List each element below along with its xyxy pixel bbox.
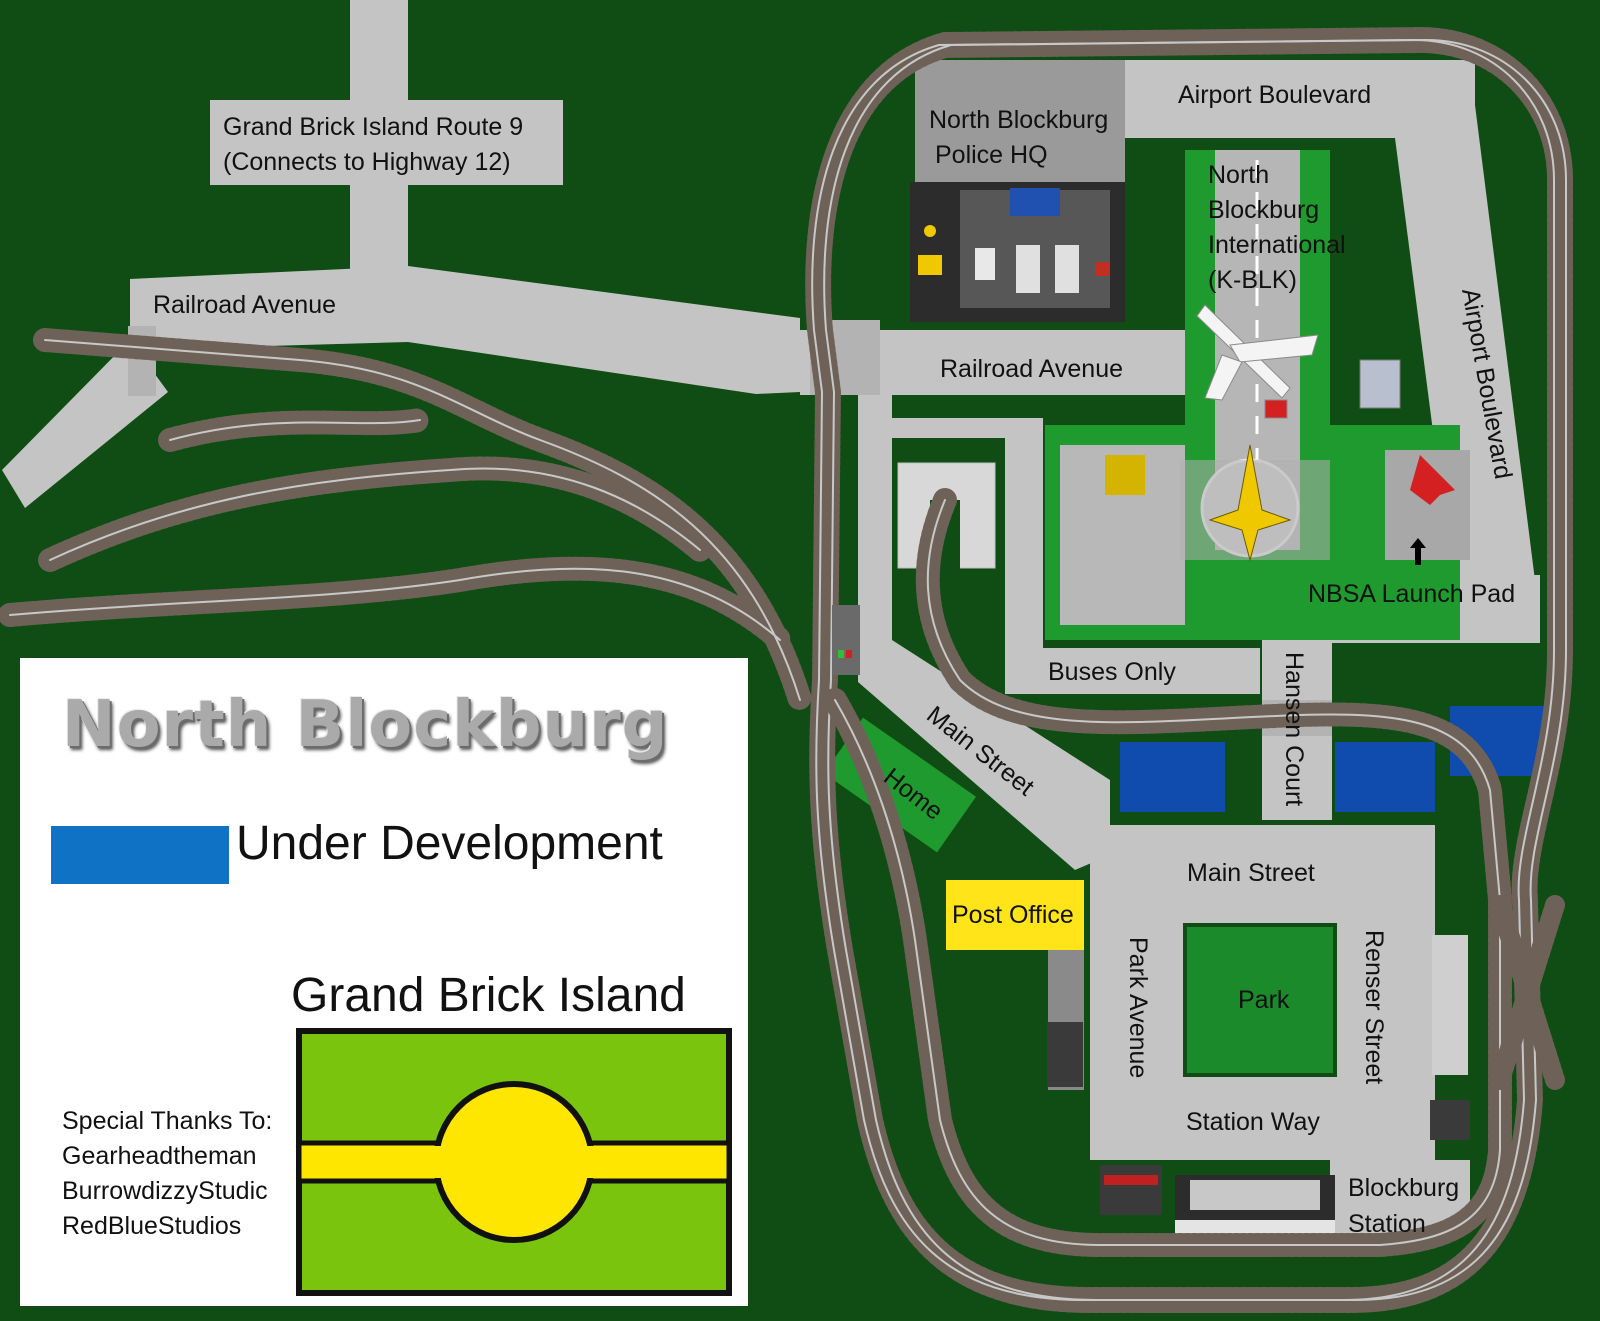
airport-label-line2: Blockburg xyxy=(1208,196,1319,224)
park-plot[interactable] xyxy=(1183,923,1337,1077)
railroad-avenue-west-road[interactable] xyxy=(130,266,800,394)
route-9-line1: Grand Brick Island Route 9 xyxy=(223,113,523,141)
parking-lot-north[interactable] xyxy=(892,418,1039,438)
airport-area xyxy=(1045,150,1470,640)
station-label-line1: Blockburg xyxy=(1348,1174,1459,1202)
blockburg-station-building[interactable] xyxy=(1100,1165,1335,1245)
island-name: Grand Brick Island xyxy=(291,969,686,1022)
police-hq-label-line1: North Blockburg xyxy=(929,106,1108,134)
park-label: Park xyxy=(1238,986,1290,1014)
station-apron[interactable] xyxy=(1330,1160,1470,1240)
station-label-line2: Station xyxy=(1348,1210,1426,1238)
west-vertical-road[interactable] xyxy=(858,392,892,682)
railroad-avenue-east-label: Railroad Avenue xyxy=(940,355,1123,383)
airport-label-line3: International xyxy=(1208,231,1346,259)
route-9-sign xyxy=(210,100,563,185)
renser-street-label: Renser Street xyxy=(1360,930,1388,1084)
buses-only-label: Buses Only xyxy=(1048,658,1176,686)
inner-loop-track xyxy=(823,488,1512,1257)
sw-diagonal-road[interactable] xyxy=(2,340,168,508)
west-yard-rails xyxy=(9,339,801,701)
airport-label-line4: (K-BLK) xyxy=(1208,266,1297,294)
airplane-icon xyxy=(1196,304,1319,419)
airport-boulevard-east-road[interactable] xyxy=(1395,60,1540,640)
airport-boulevard-north-label: Airport Boulevard xyxy=(1178,81,1371,109)
outer-loop-track xyxy=(805,26,1573,1313)
buses-only-vertical[interactable] xyxy=(1005,418,1043,688)
park-avenue-label: Park Avenue xyxy=(1124,937,1152,1078)
control-tower xyxy=(1359,359,1401,409)
under-development-swatch xyxy=(51,826,229,884)
under-development-label: Under Development xyxy=(236,817,663,870)
buses-only-road[interactable] xyxy=(1005,648,1260,694)
police-hq-label-line2: Police HQ xyxy=(935,141,1048,169)
helipad[interactable] xyxy=(1105,455,1145,495)
island-flag xyxy=(296,1028,732,1296)
east-platform-hut xyxy=(1430,1100,1470,1140)
dev-plate-2[interactable] xyxy=(1335,742,1435,812)
signal-light-red xyxy=(846,650,852,658)
post-office-building xyxy=(1047,1022,1083,1087)
east-platform xyxy=(1432,935,1468,1075)
jet-icon xyxy=(1208,444,1292,562)
special-thanks-heading: Special Thanks To: xyxy=(62,1107,273,1135)
airport-label-line1: North xyxy=(1208,161,1269,189)
main-street-label: Main Street xyxy=(1187,859,1315,887)
special-thanks-name: RedBlueStudios xyxy=(62,1212,242,1240)
main-street-diagonal-road[interactable] xyxy=(858,640,1110,870)
under-development-plates xyxy=(1120,706,1548,812)
launch-pad-arrow-icon xyxy=(1410,538,1426,565)
police-hq-plot[interactable] xyxy=(915,60,1125,182)
hansen-court-label: Hansen Court xyxy=(1280,652,1308,806)
route-9-line2: (Connects to Highway 12) xyxy=(223,148,511,176)
signal-box xyxy=(832,605,860,675)
police-hq-building[interactable] xyxy=(910,182,1125,322)
legend-panel: North Blockburg Under Development Grand … xyxy=(20,658,748,1306)
launch-pad-label: NBSA Launch Pad xyxy=(1308,580,1515,608)
special-thanks-name: BurrowdizzyStudic xyxy=(62,1177,268,1205)
east-crossover-track xyxy=(1490,895,1565,1090)
rocket-icon xyxy=(1410,455,1455,505)
special-thanks-name: Gearheadtheman xyxy=(62,1142,257,1170)
post-office-label: Post Office xyxy=(952,901,1074,929)
railway-tracks xyxy=(0,26,1573,1313)
signal-light-green xyxy=(838,650,844,658)
dev-plate-1[interactable] xyxy=(1120,742,1225,812)
special-thanks: Special Thanks To: Gearheadtheman Burrow… xyxy=(62,1104,272,1244)
railroad-avenue-west-label: Railroad Avenue xyxy=(153,291,336,319)
roads xyxy=(2,0,1540,1240)
post-office-plot[interactable] xyxy=(946,880,1084,950)
station-way-label: Station Way xyxy=(1186,1108,1320,1136)
legend-title: North Blockburg xyxy=(62,688,669,762)
